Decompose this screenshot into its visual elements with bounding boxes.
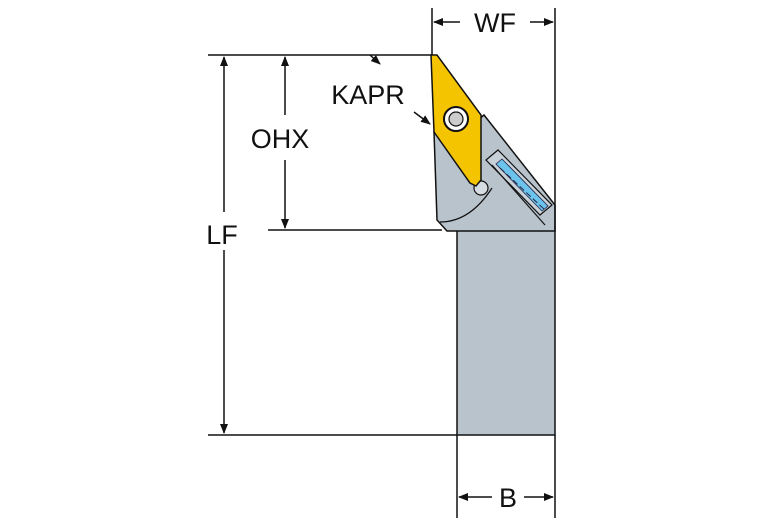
holder-shank: [456, 229, 556, 436]
label-wf: WF: [474, 8, 516, 38]
label-b: B: [499, 483, 517, 513]
label-lf: LF: [206, 220, 238, 250]
label-ohx: OHX: [251, 124, 310, 154]
label-kapr: KAPR: [331, 80, 405, 110]
seat-arc: [439, 187, 493, 223]
clamp-blue: [495, 158, 549, 212]
dimension-lines: [208, 8, 556, 518]
